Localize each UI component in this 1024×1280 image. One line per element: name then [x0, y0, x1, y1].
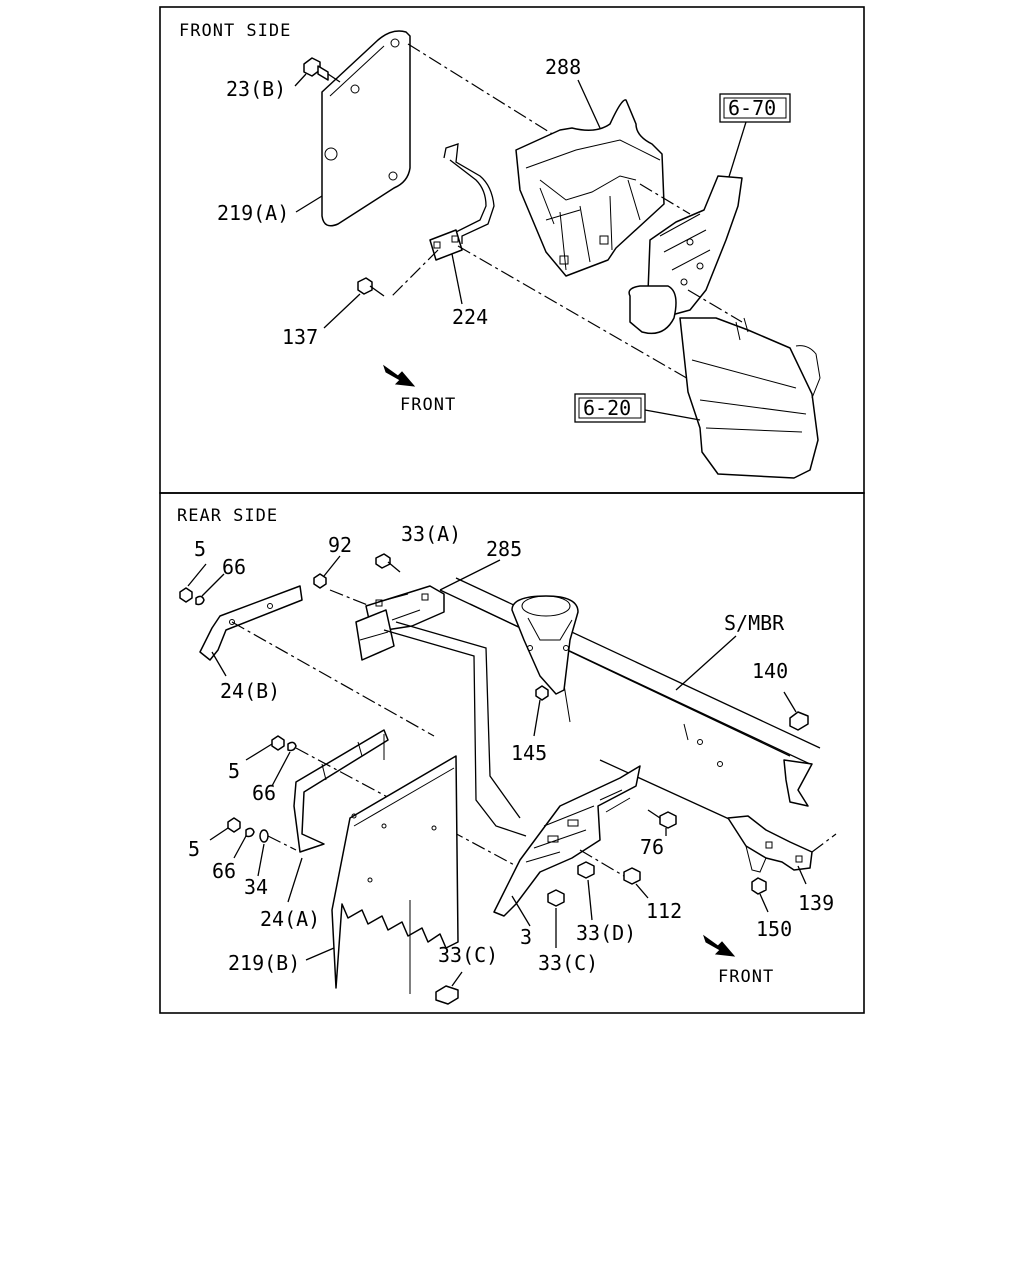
rear-panel-title: REAR SIDE	[177, 506, 278, 526]
bracket-139	[727, 815, 813, 873]
label-24a: 24(A)	[260, 907, 320, 931]
label-5b: 5	[228, 759, 240, 783]
bolt-23b	[303, 57, 341, 83]
label-150: 150	[756, 917, 792, 941]
label-288: 288	[545, 55, 581, 79]
front-side-panel: FRONT SIDE 23(B) 219(A)	[159, 6, 865, 494]
step-frame-6-20	[679, 317, 821, 479]
stay-24a	[293, 729, 389, 853]
bracket-285	[355, 585, 445, 661]
label-137: 137	[282, 325, 318, 349]
label-140: 140	[752, 659, 788, 683]
front-panel-title: FRONT SIDE	[179, 21, 291, 41]
label-5c: 5	[188, 837, 200, 861]
rear-side-panel: REAR SIDE 145 285	[159, 492, 865, 1014]
label-5a: 5	[194, 537, 206, 561]
label-34: 34	[244, 875, 268, 899]
front-direction-label: FRONT	[400, 395, 456, 415]
label-224: 224	[452, 305, 488, 329]
label-66c: 66	[212, 859, 236, 883]
bracket-145-cup	[511, 595, 579, 695]
front-arrow-rear-icon	[703, 934, 736, 957]
label-6-70: 6-70	[728, 96, 776, 120]
label-23b: 23(B)	[226, 77, 286, 101]
label-smbr: S/MBR	[724, 611, 785, 635]
label-33c-bracket: 33(C)	[538, 951, 598, 975]
label-112: 112	[646, 899, 682, 923]
label-219a: 219(A)	[217, 201, 289, 225]
rear-panel-frame	[159, 492, 865, 1014]
bracket-224	[429, 143, 495, 261]
ref-box-6-20	[574, 393, 646, 423]
ref-box-6-70	[719, 93, 791, 123]
label-145: 145	[511, 741, 547, 765]
label-76: 76	[640, 835, 664, 859]
label-24b: 24(B)	[220, 679, 280, 703]
label-33d: 33(D)	[576, 921, 636, 945]
label-285: 285	[486, 537, 522, 561]
label-139: 139	[798, 891, 834, 915]
label-6-20: 6-20	[583, 396, 631, 420]
label-3: 3	[520, 925, 532, 949]
bolt-137	[357, 277, 385, 297]
label-66b: 66	[252, 781, 276, 805]
label-92: 92	[328, 533, 352, 557]
front-arrow-icon	[383, 364, 416, 387]
mud-flap-219b	[331, 755, 459, 994]
label-33c-flap: 33(C)	[438, 943, 498, 967]
label-33a: 33(A)	[401, 522, 461, 546]
stay-24b	[199, 585, 303, 661]
frame-bracket-6-70	[628, 175, 743, 335]
bracket-3	[493, 765, 641, 917]
rear-front-direction-label: FRONT	[718, 967, 774, 987]
label-66a: 66	[222, 555, 246, 579]
mud-flap-219a	[321, 30, 411, 227]
label-219b: 219(B)	[228, 951, 300, 975]
bracket-288	[515, 99, 665, 277]
